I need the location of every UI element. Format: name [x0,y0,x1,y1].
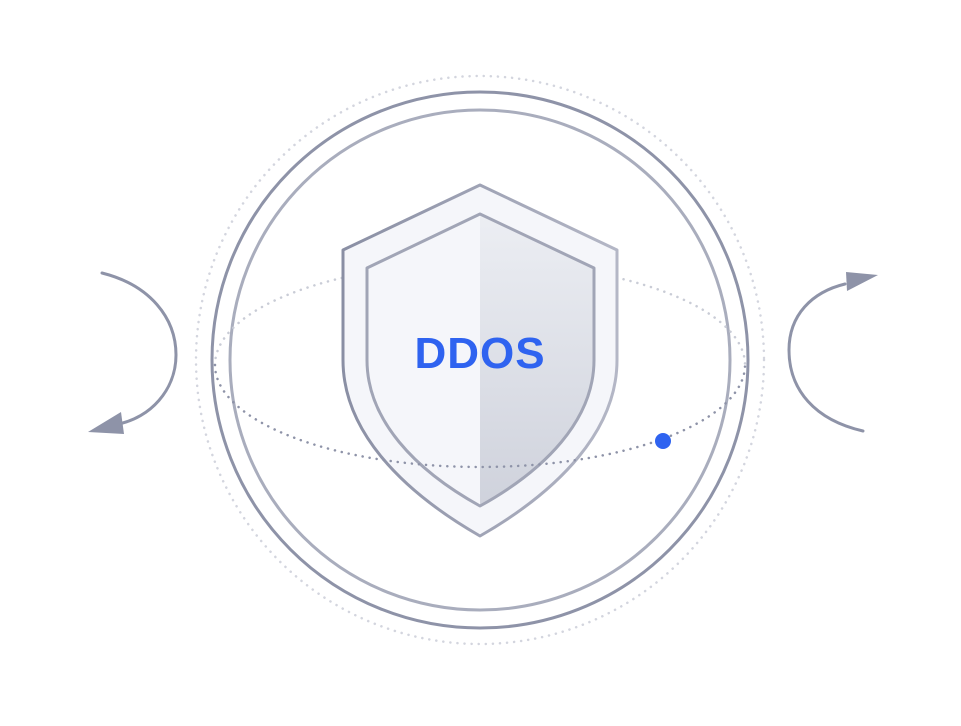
orbit-front [213,363,747,469]
rotate-arrow-right-icon [787,272,878,433]
inner-ring [228,108,732,612]
orbit-dot [655,433,671,449]
rotate-arrow-left-icon [88,271,178,434]
orbit-back [213,261,747,367]
shield-inner [365,212,596,508]
ddos-label: DDOS [414,329,546,378]
shield-shade [480,214,594,506]
outer-ring [210,90,750,630]
outer-dotted-ring [194,74,766,646]
